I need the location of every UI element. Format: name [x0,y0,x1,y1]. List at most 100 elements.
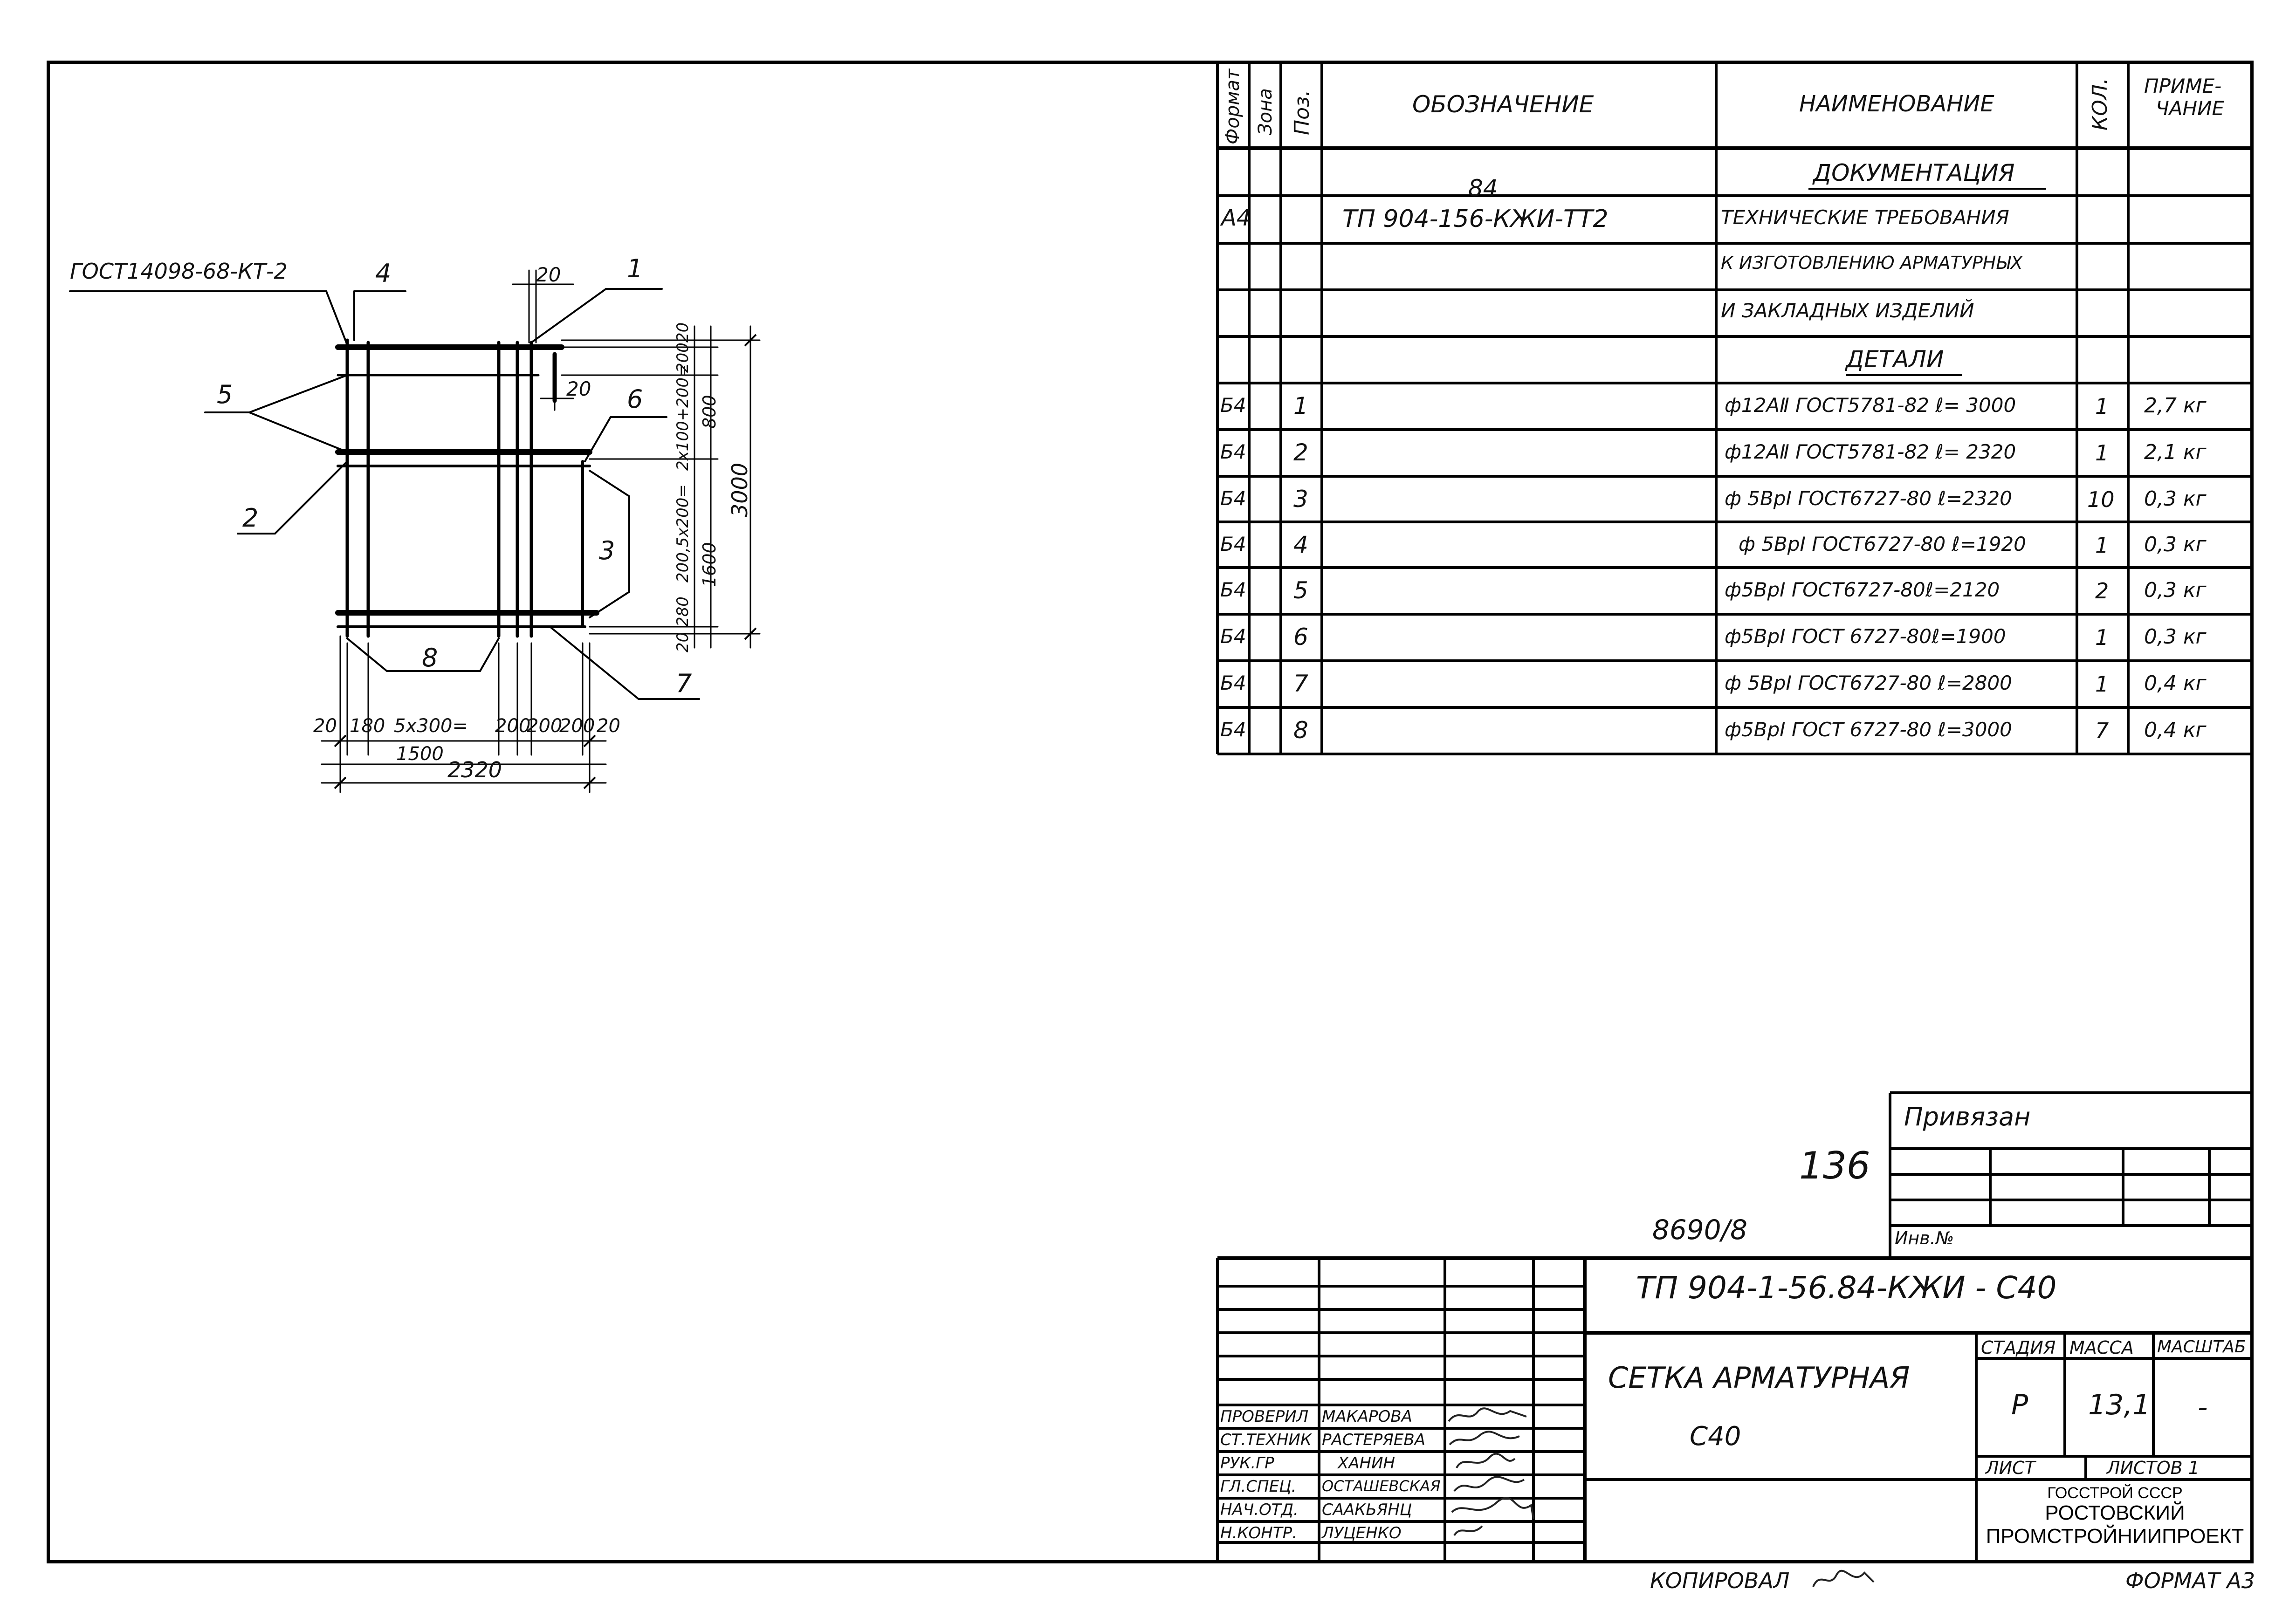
inv-no-label: Инв.№ [1895,1228,1954,1248]
org-line-3: ПРОМСТРОЙНИИПРОЕКТ [1986,1525,2244,1548]
row-name: ф12АⅡ ГОСТ5781-82 ℓ= 3000 [1725,394,2016,417]
row-qty: 1 [2095,533,2109,558]
callout-3: 3 [599,536,615,565]
stage-label: Стадия [1981,1337,2056,1358]
dim-bottom-3: 5х300= [394,715,468,737]
handwritten-signatures [1448,1407,1534,1536]
person-role: Проверил [1220,1407,1309,1426]
callout-1: 1 [627,254,643,283]
header-note-2: чание [2156,97,2225,120]
row-note: 0,3 кг [2144,625,2207,649]
row-note: 0,4 кг [2144,672,2207,695]
row-pos: 4 [1293,531,1308,558]
row-name: ф12АⅡ ГОСТ5781-82 ℓ= 2320 [1725,440,2016,463]
person-role: Нач.отд. [1220,1501,1299,1519]
callout-2: 2 [242,503,259,533]
row-qty: 1 [2095,440,2109,466]
doc-name-line-1: Технические требования [1721,206,2009,229]
callout-6: 6 [627,384,643,414]
scale-label: Масштаб [2157,1337,2246,1357]
person-name: Растеряева [1322,1431,1425,1449]
row-format: Б4 [1220,672,1246,694]
row-format: Б4 [1220,578,1246,601]
row-name: ф5ВрⅠ ГОСТ6727-80ℓ=2120 [1725,578,2000,601]
dim-bottom-4: 200 [495,715,531,737]
org-line-1: ГОССТРОЙ СССР [2047,1484,2183,1502]
sheet-format-label: Формат А3 [2125,1568,2255,1593]
row-qty: 1 [2095,625,2109,650]
sheet-number: 136 [1799,1144,1870,1187]
row-qty: 7 [2095,718,2109,743]
doc-designation-correction: 84 [1468,175,1498,202]
row-name: ф5ВрⅠ ГОСТ 6727-80 ℓ=3000 [1725,718,2012,741]
dim-bottom-7: 20 [597,715,620,737]
document-code: ТП 904-1-56.84-КЖИ - С40 [1636,1270,2057,1306]
sheets-label: Листов 1 [2107,1458,2200,1478]
row-pos: 8 [1293,717,1308,744]
doc-name-line-3: и закладных изделий [1721,299,1974,322]
person-name: Саакьянц [1322,1501,1412,1519]
row-note: 2,7 кг [2144,394,2207,418]
callout-4: 4 [375,259,392,288]
archive-number: 8690/8 [1652,1214,1748,1246]
callout-8: 8 [422,643,438,672]
scale-value: - [2198,1391,2208,1424]
drawing-frame [47,61,2254,1563]
row-name: ф 5ВрⅠ ГОСТ6727-80 ℓ=1920 [1739,533,2026,555]
doc-format: А4 [1221,205,1251,231]
gost-weld-label: ГОСТ14098-68-КТ-2 [70,259,288,284]
person-role: Рук.гр [1220,1454,1274,1473]
header-designation: Обозначение [1412,91,1594,118]
drawing-title-2: С40 [1690,1421,1741,1452]
row-format: Б4 [1220,440,1246,463]
dim-bottom-5: 200 [527,715,563,737]
row-qty: 1 [2095,394,2109,419]
stage-value: Р [2011,1389,2028,1421]
header-note-1: Приме- [2144,75,2222,97]
row-name: ф 5ВрⅠ ГОСТ6727-80 ℓ=2320 [1725,487,2012,510]
row-note: 0,3 кг [2144,578,2207,602]
dim-mid-20: 20 [566,377,591,400]
doc-designation: ТП 904-156-КЖИ-ТТ2 [1342,205,1609,233]
row-format: Б4 [1220,487,1246,510]
row-pos: 6 [1293,624,1308,651]
doc-name-line-2: к изготовлению арматурных [1721,253,2023,273]
person-name: Осташевская [1322,1477,1441,1495]
row-pos: 7 [1293,670,1308,697]
person-name: Луценко [1322,1524,1402,1542]
row-name: ф 5ВрⅠ ГОСТ6727-80 ℓ=2800 [1725,672,2012,694]
sheet-label: Лист [1986,1458,2035,1478]
section-documentation: Документация [1813,159,2015,186]
row-pos: 5 [1293,577,1308,604]
row-pos: 1 [1293,392,1308,419]
callout-5: 5 [217,380,233,409]
person-role: Ст.техник [1220,1431,1312,1449]
drawing-title-1: Сетка арматурная [1608,1361,1910,1395]
mass-value: 13,1 [2088,1389,2151,1421]
row-name: ф5ВрⅠ ГОСТ 6727-80ℓ=1900 [1725,625,2006,648]
person-role: Н.контр. [1220,1524,1297,1542]
person-name: Ханин [1338,1454,1395,1473]
copied-by-label: Копировал [1650,1568,1790,1593]
section-details: Детали [1846,346,1944,373]
copied-by-signature [1812,1569,1875,1587]
dim-top-20: 20 [536,263,561,286]
row-format: Б4 [1220,533,1246,555]
row-format: Б4 [1220,394,1246,417]
mass-label: Масса [2069,1337,2134,1358]
person-role: Гл.спец. [1220,1477,1297,1496]
dim-bottom-1: 20 [313,715,337,737]
privyazan-label: Привязан [1904,1102,2031,1131]
row-qty: 2 [2095,578,2109,603]
callout-7: 7 [676,669,692,698]
row-pos: 2 [1293,439,1308,466]
dim-bottom-2: 180 [350,715,385,737]
row-qty: 1 [2095,672,2109,697]
row-format: Б4 [1220,625,1246,648]
row-note: 0,3 кг [2144,487,2207,511]
header-name: Наименование [1799,91,1994,117]
